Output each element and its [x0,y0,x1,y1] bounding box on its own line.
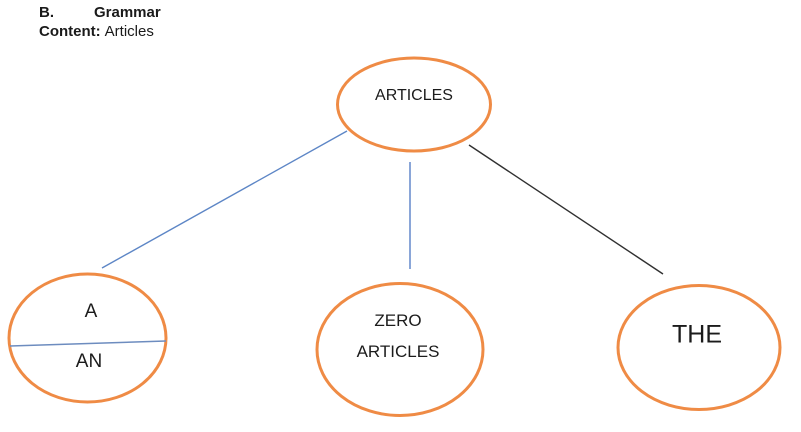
label-an: AN [75,351,103,372]
connector-root-to-the [468,144,664,275]
divider-a-an [9,340,167,347]
ellipse-the [616,284,782,411]
header: B. Grammar Content:Articles [39,3,161,41]
content-label: Content: [39,23,101,40]
ellipse-a-an [7,272,168,404]
label-zero-articles: ZERO ARTICLES [357,305,440,367]
content-value: Articles [104,23,154,40]
label-a: A [84,301,98,322]
section-title: Grammar [94,4,161,21]
ellipse-articles-root [336,56,492,153]
section-heading: B. Grammar [39,3,161,22]
label-articles-root: ARTICLES [375,87,453,104]
label-zero-line2: ARTICLES [356,342,440,361]
ellipse-zero-articles [315,282,485,417]
label-the: THE [672,320,722,349]
label-zero-line1: ZERO [374,311,422,330]
section-letter: B. [39,4,54,21]
content-line: Content:Articles [39,22,161,41]
connector-root-to-a-an [101,130,348,269]
